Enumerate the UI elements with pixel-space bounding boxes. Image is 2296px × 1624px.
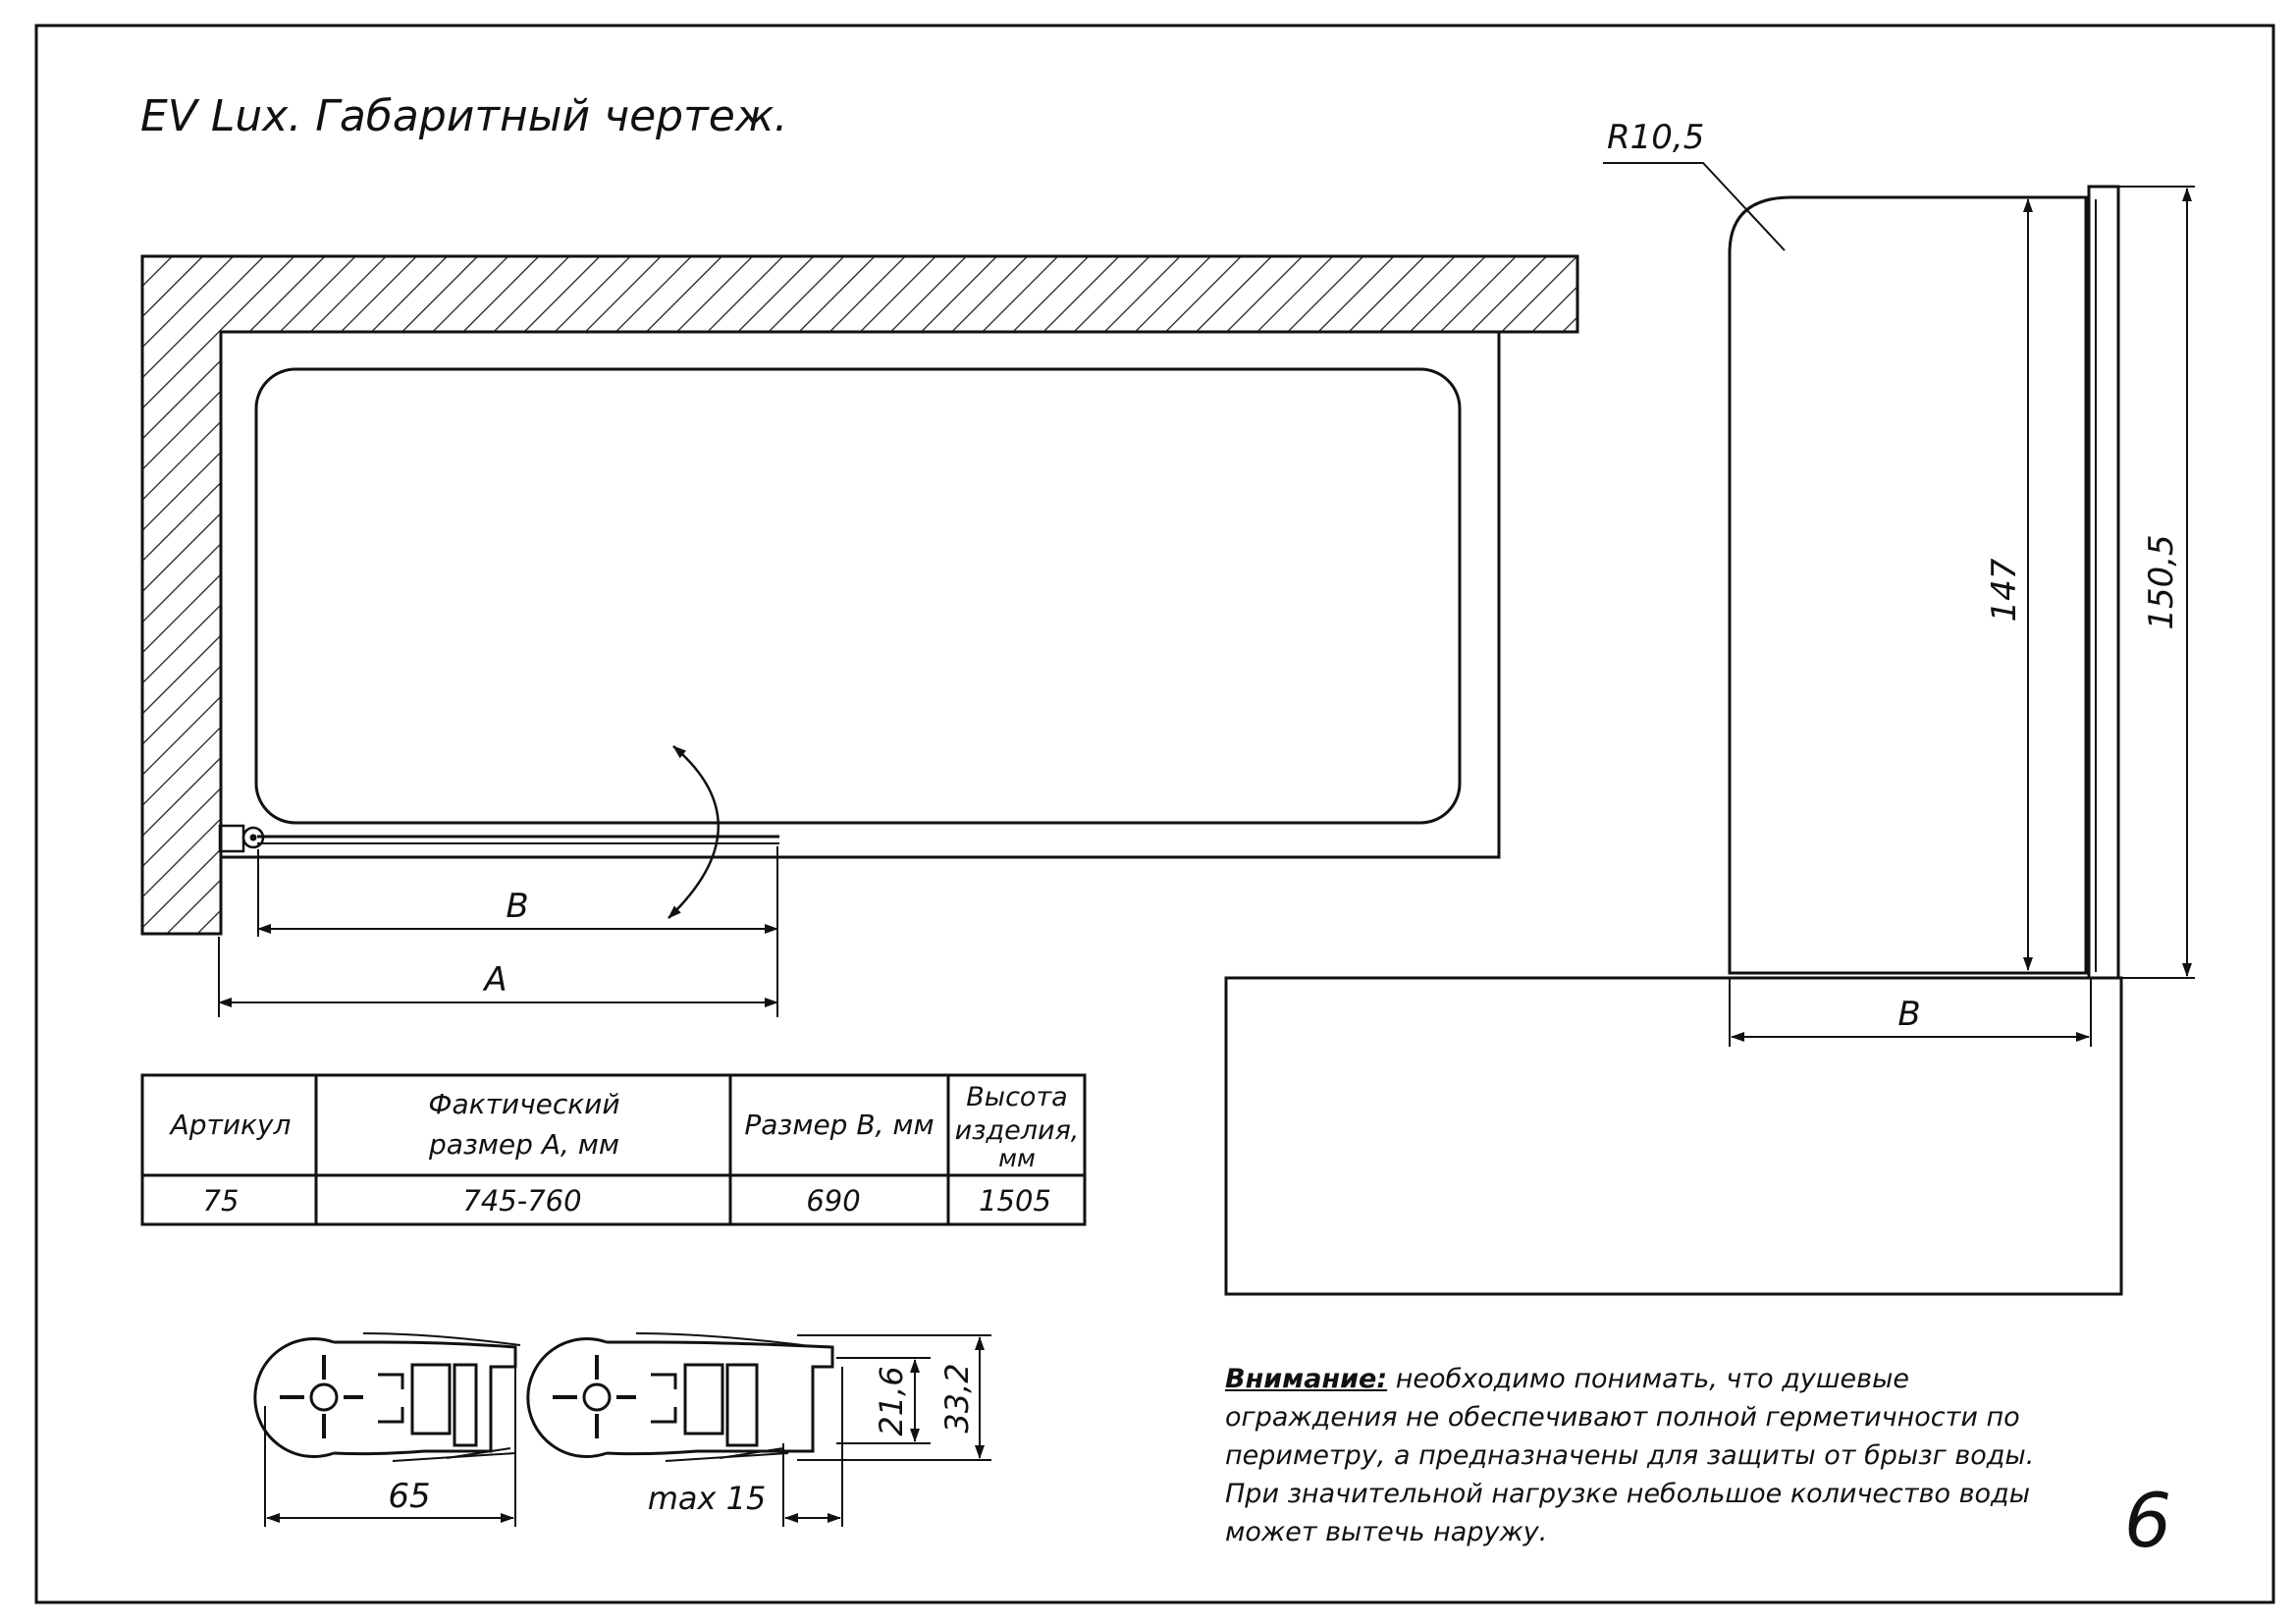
notice-line: периметру, а предназначены для защиты от… bbox=[1225, 1440, 2035, 1471]
table-header-cell: Фактический bbox=[428, 1088, 619, 1120]
spec-table: Артикул Фактический размер А, мм Размер … bbox=[140, 1073, 1087, 1226]
profile-section-right bbox=[526, 1332, 834, 1462]
table-header-cell: Артикул bbox=[169, 1109, 292, 1141]
notice-line: При значительной нагрузке небольшое коли… bbox=[1225, 1479, 2031, 1509]
table-header-cell: Высота bbox=[966, 1082, 1067, 1112]
dim-b-side-label: B bbox=[1897, 995, 1920, 1034]
bathtub-side bbox=[1224, 976, 2123, 1296]
wall-hatch bbox=[140, 254, 1579, 936]
profile-inner-depth-label: 21,6 bbox=[873, 1366, 910, 1435]
dim-1505-label: 150,5 bbox=[2142, 534, 2181, 629]
profile-adjust-label: max 15 bbox=[648, 1480, 767, 1517]
wall-profile bbox=[218, 824, 245, 853]
page-number: 6 bbox=[2124, 1477, 2171, 1564]
dim-147-label: 147 bbox=[1985, 558, 2024, 622]
table-header-cell: размер А, мм bbox=[428, 1128, 619, 1161]
side-view: R10,5 147 150,5 B bbox=[1224, 118, 2195, 1296]
drawing-title: EV Lux. Габаритный чертеж. bbox=[140, 91, 787, 141]
safety-notice: Внимание: необходимо понимать, что душев… bbox=[1225, 1360, 2109, 1551]
bathtub-basin bbox=[254, 367, 1462, 825]
dim-b-label: B bbox=[506, 887, 528, 926]
wall-profile-side bbox=[2087, 185, 2120, 980]
glass-panel-outline bbox=[1728, 195, 2088, 975]
notice-line: может вытечь наружу. bbox=[1225, 1517, 1548, 1547]
table-cell: 745-760 bbox=[462, 1184, 581, 1218]
profile-dimensions bbox=[264, 1334, 991, 1527]
plan-view: B A bbox=[140, 254, 1579, 1017]
bathtub-outline bbox=[221, 330, 1501, 859]
table-header-cell: изделия, bbox=[955, 1115, 1080, 1146]
table-cell: 1505 bbox=[979, 1184, 1051, 1218]
radius-label: R10,5 bbox=[1607, 118, 1704, 157]
notice-line: необходимо понимать, что душевые bbox=[1387, 1364, 1910, 1394]
sheet-frame bbox=[34, 24, 2275, 1604]
dim-a-label: A bbox=[482, 960, 507, 1000]
profile-outer-depth-label: 33,2 bbox=[938, 1363, 976, 1433]
profile-section-left bbox=[253, 1332, 521, 1462]
hinge-icon bbox=[241, 826, 265, 849]
notice-line: ограждения не обеспечивают полной гермет… bbox=[1225, 1402, 2020, 1433]
notice-lead: Внимание: bbox=[1225, 1364, 1388, 1394]
radius-leader bbox=[1603, 162, 1786, 251]
table-cell: 690 bbox=[806, 1184, 860, 1218]
table-header-cell: мм bbox=[998, 1144, 1036, 1172]
profile-width-label: 65 bbox=[388, 1477, 430, 1516]
hinge-pin-icon bbox=[249, 834, 257, 841]
table-border bbox=[140, 1073, 1087, 1226]
table-cell: 75 bbox=[203, 1184, 240, 1218]
door-swing-arrow-icon bbox=[667, 745, 720, 919]
table-header-cell: Размер В, мм bbox=[744, 1109, 934, 1141]
